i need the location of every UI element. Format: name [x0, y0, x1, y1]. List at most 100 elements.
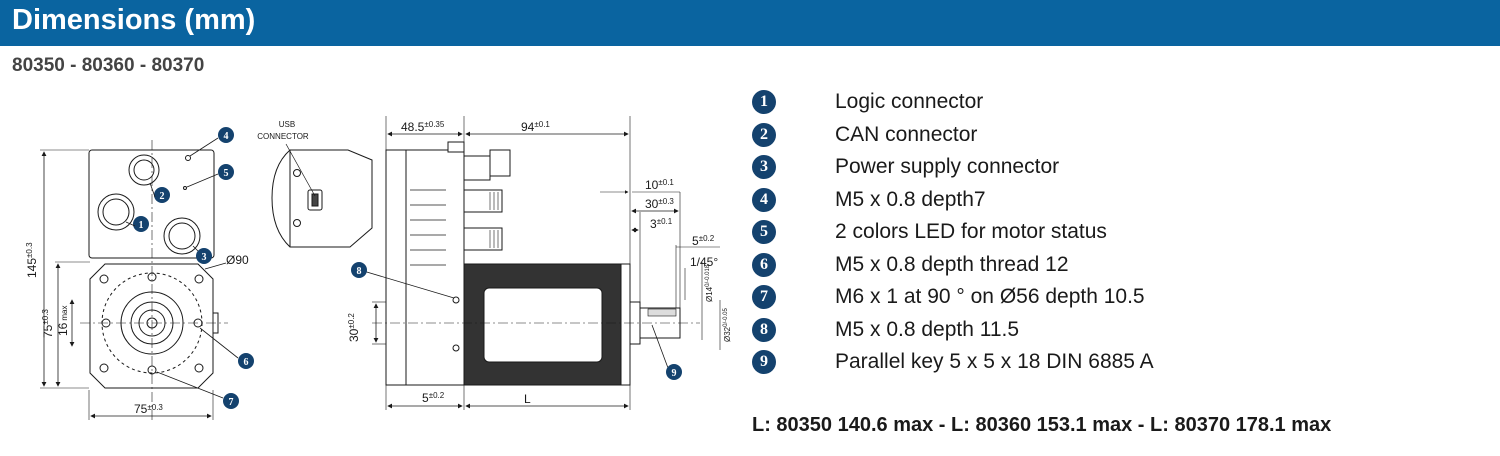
section-header: Dimensions (mm) — [0, 0, 1500, 46]
legend-label: 2 colors LED for motor status — [835, 220, 1107, 243]
dim-shaft-14: Ø14 — [705, 286, 714, 302]
dim-48-5: 48.5 — [401, 120, 425, 134]
legend-number: 5 — [752, 220, 776, 244]
length-note: L: 80350 140.6 max - L: 80360 153.1 max … — [752, 414, 1332, 436]
dim-145-tol: ±0.3 — [25, 242, 34, 258]
legend-number: 6 — [752, 252, 776, 277]
can-connector-front — [128, 154, 160, 186]
dim-16-suffix: max — [60, 306, 69, 321]
legend-item-6: 6 M5 x 0.8 depth thread 12 — [752, 251, 1452, 284]
svg-text:75±0.3: 75±0.3 — [134, 402, 163, 416]
legend-number: 8 — [752, 317, 776, 342]
motor-label-window — [483, 287, 603, 363]
svg-text:5±0.2: 5±0.2 — [422, 391, 445, 405]
svg-text:9: 9 — [672, 368, 677, 379]
dim-48-5-tol: ±0.35 — [424, 120, 445, 129]
front-housing — [88, 149, 215, 259]
usb-label-line1: USB — [279, 120, 295, 129]
dim-145: 145 — [25, 258, 39, 278]
svg-text:Ø140/-0.018: Ø140/-0.018 — [705, 264, 714, 302]
legend-list: 1 Logic connector 2 CAN connector 3 Power s… — [752, 88, 1452, 381]
legend-label: Logic connector — [835, 90, 984, 113]
svg-text:145±0.3: 145±0.3 — [25, 242, 39, 278]
dim-shaft-32-tol: 0/-0.05 — [723, 308, 729, 327]
dim-3-tol: ±0.1 — [657, 217, 673, 226]
dim-shaft-32: Ø32 — [723, 326, 732, 342]
legend-item-1: 1 Logic connector — [752, 88, 1452, 121]
dim-30-top: 30 — [645, 197, 659, 211]
dim-10-tol: ±0.1 — [658, 178, 674, 187]
dim-30-left-tol: ±0.2 — [347, 313, 356, 329]
marker-5: 5 — [218, 164, 234, 180]
legend-number: 9 — [752, 350, 776, 374]
dim-75-horizontal: 75 — [134, 402, 148, 416]
legend-label: M5 x 0.8 depth 11.5 — [835, 317, 1020, 341]
marker-2: 2 — [154, 187, 170, 203]
svg-text:5±0.2: 5±0.2 — [692, 234, 715, 248]
legend-label: Parallel key 5 x 5 x 18 DIN 6885 A — [835, 350, 1154, 373]
technical-drawing: 145±0.3 75±0.3 16max 75±0.3 Ø90 USB CONN… — [25, 116, 732, 420]
marker-1: 1 — [133, 216, 149, 232]
svg-text:3±0.1: 3±0.1 — [650, 217, 673, 231]
dim-16: 16 — [56, 322, 70, 336]
dim-chamfer: 1/45° — [690, 255, 718, 269]
legend-label: M5 x 0.8 depth7 — [835, 187, 986, 211]
marker-8: 8 — [351, 262, 367, 278]
legend-number: 4 — [752, 187, 776, 212]
svg-text:1: 1 — [139, 220, 144, 231]
dim-94-tol: ±0.1 — [534, 120, 550, 129]
legend-item-9: 9 Parallel key 5 x 5 x 18 DIN 6885 A — [752, 348, 1452, 381]
dim-5-top-tol: ±0.2 — [699, 234, 715, 243]
side-view-dimensions: 48.5±0.35 94±0.1 10±0.1 30±0.3 3±0.1 5±0… — [347, 120, 732, 406]
svg-text:5: 5 — [224, 168, 229, 179]
marker-9: 9 — [666, 364, 682, 380]
section-title: Dimensions (mm) — [12, 4, 256, 36]
usb-label-line2: CONNECTOR — [257, 132, 309, 141]
svg-text:30±0.2: 30±0.2 — [347, 313, 361, 342]
svg-text:16max: 16max — [56, 306, 70, 336]
marker-6: 6 — [238, 353, 254, 369]
logic-connector-front — [97, 193, 135, 231]
legend-number: 1 — [752, 90, 776, 114]
dim-94: 94 — [521, 120, 535, 134]
legend-item-4: 4 M5 x 0.8 depth7 — [752, 186, 1452, 219]
dim-5-bottom-tol: ±0.2 — [429, 391, 445, 400]
dim-shaft-14-tol: 0/-0.018 — [705, 264, 711, 287]
svg-text:Ø320/-0.05: Ø320/-0.05 — [723, 308, 732, 342]
svg-text:4: 4 — [224, 131, 229, 142]
svg-text:8: 8 — [357, 266, 362, 277]
dim-30-top-tol: ±0.3 — [658, 197, 674, 206]
dim-length-l: L — [524, 392, 531, 406]
legend-item-3: 3 Power supply connector — [752, 153, 1452, 186]
legend-item-8: 8 M5 x 0.8 depth 11.5 — [752, 316, 1452, 349]
marker-7: 7 — [223, 393, 239, 409]
marker-4: 4 — [218, 127, 234, 143]
svg-text:48.5±0.35: 48.5±0.35 — [401, 120, 445, 134]
front-view — [40, 140, 228, 420]
legend-label: Power supply connector — [835, 155, 1060, 178]
svg-text:75±0.3: 75±0.3 — [41, 309, 55, 338]
model-numbers: 80350 - 80360 - 80370 — [12, 55, 205, 76]
key — [647, 308, 677, 317]
marker-3: 3 — [196, 248, 212, 264]
legend-label: CAN connector — [835, 122, 978, 146]
dim-30-left: 30 — [347, 328, 361, 342]
legend-number: 3 — [752, 155, 776, 179]
dim-5-bottom: 5 — [422, 391, 429, 405]
svg-text:6: 6 — [244, 357, 249, 368]
legend-item-5: 5 2 colors LED for motor status — [752, 218, 1452, 251]
side-view — [359, 116, 721, 410]
power-connector-front — [163, 217, 201, 255]
svg-text:94±0.1: 94±0.1 — [521, 120, 550, 134]
svg-text:2: 2 — [160, 191, 165, 202]
front-view-dimensions: 145±0.3 75±0.3 16max 75±0.3 Ø90 — [25, 242, 249, 416]
dim-diameter-90: Ø90 — [226, 253, 249, 267]
legend-number: 2 — [752, 122, 776, 147]
callout-markers: 1 2 3 4 5 6 7 8 9 — [125, 127, 682, 409]
legend-label: M5 x 0.8 depth thread 12 — [835, 252, 1069, 276]
dim-75-horizontal-tol: ±0.3 — [147, 403, 163, 412]
usb-detail-view — [271, 143, 373, 248]
svg-text:30±0.3: 30±0.3 — [645, 197, 674, 211]
svg-text:3: 3 — [202, 252, 207, 263]
